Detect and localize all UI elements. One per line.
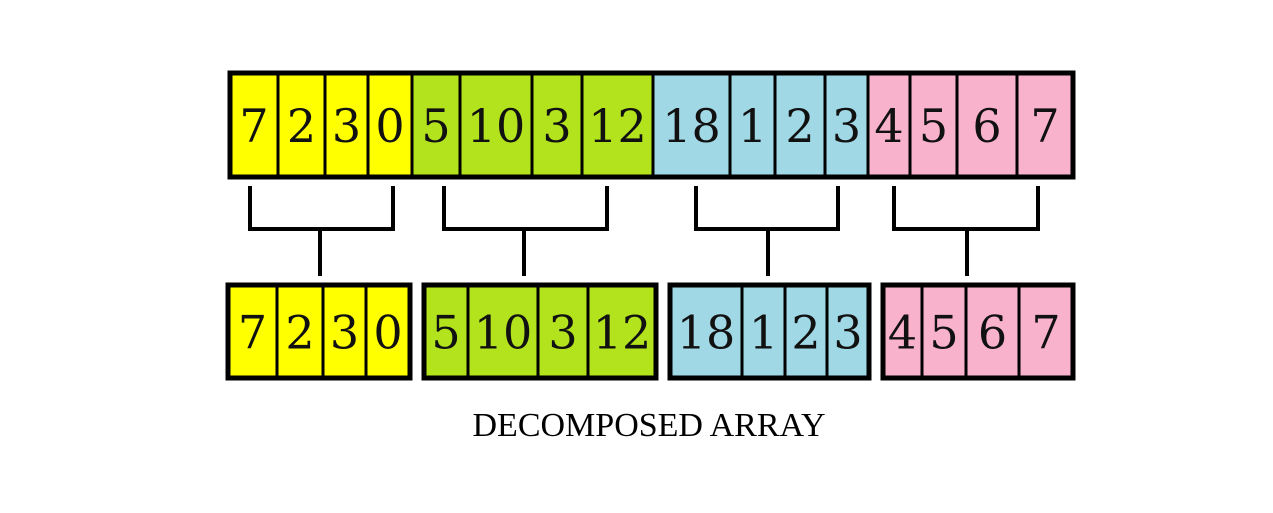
full-array-cell-value: 2 (785, 99, 814, 153)
full-array-cell-value: 12 (588, 99, 647, 153)
sub-array-cell-value: 2 (285, 306, 314, 360)
full-array-border (227, 70, 1076, 180)
full-array-cell-value: 5 (919, 99, 948, 153)
sub-array-border (421, 282, 659, 381)
sub-array-cell-value: 6 (978, 306, 1007, 360)
sub-array-cell-value: 12 (593, 306, 652, 360)
sub-array-cell-value: 18 (677, 306, 736, 360)
sub-array-cell-value: 3 (330, 306, 359, 360)
full-array-cell-value: 1 (738, 99, 767, 153)
sub-array: 5 10 3 12 (421, 282, 659, 381)
sub-array-cell (783, 283, 829, 380)
sub-array-border (667, 282, 872, 381)
sub-array-cell-value: 7 (1031, 306, 1060, 360)
decomposition-brackets (248, 186, 1040, 276)
bracket-connector (694, 186, 840, 276)
sub-array-cell-value: 2 (791, 306, 820, 360)
sub-array-border (880, 282, 1076, 381)
full-array-cell (580, 71, 655, 179)
full-array-cell-value: 3 (542, 99, 571, 153)
full-array-cell-value: 10 (467, 99, 526, 153)
caption: DECOMPOSED ARRAY (473, 407, 826, 444)
full-array-cell-value: 18 (662, 99, 721, 153)
full-array-cell-value: 5 (421, 99, 450, 153)
full-array-cell-value: 4 (874, 99, 903, 153)
sub-array-cell-value: 0 (373, 306, 402, 360)
full-array-cell-value: 2 (287, 99, 316, 153)
sub-array-cell-value: 1 (749, 306, 778, 360)
full-array-segment: 5 10 3 12 (410, 71, 655, 179)
full-array-cell-value: 0 (375, 99, 404, 153)
sub-array-cell-value: 10 (474, 306, 533, 360)
full-array-cell-value: 3 (832, 99, 861, 153)
full-array-cell-value: 6 (972, 99, 1001, 153)
sub-array-cell (825, 283, 871, 380)
sub-array-cell-value: 7 (238, 306, 267, 360)
sub-array-cell (586, 283, 658, 380)
full-array-cell-value: 7 (1030, 99, 1059, 153)
sub-array-cell-value: 3 (833, 306, 862, 360)
sub-array-cell-value: 5 (431, 306, 460, 360)
sub-array-cell-value: 3 (548, 306, 577, 360)
bracket-connector (892, 186, 1040, 276)
bracket-connector (248, 186, 395, 276)
full-array-cell (728, 71, 777, 179)
sub-array-cell-value: 4 (888, 306, 917, 360)
sub-array-border (225, 282, 413, 381)
full-array-cell (458, 71, 534, 179)
full-array-cell-value: 3 (332, 99, 361, 153)
full-array-cell-value: 7 (239, 99, 268, 153)
sub-array-cell-value: 5 (929, 306, 958, 360)
bracket-connector (442, 186, 609, 276)
